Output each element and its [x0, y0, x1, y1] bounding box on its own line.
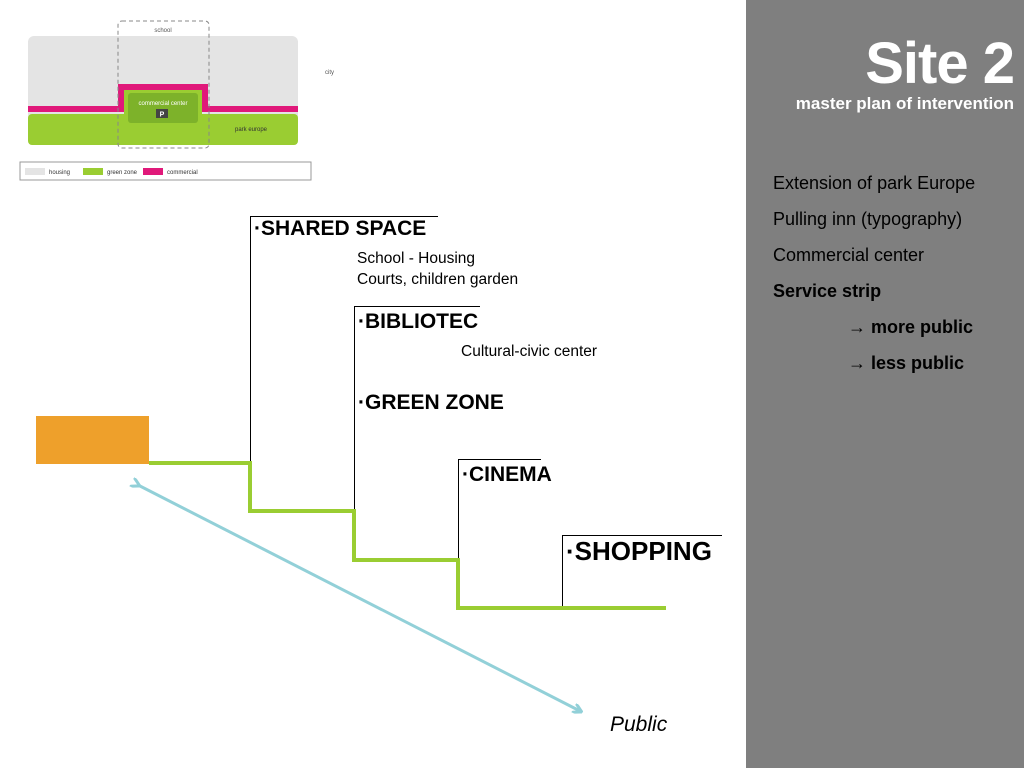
legend-green-swatch: [83, 168, 103, 175]
slide-title: Site 2: [865, 31, 1015, 96]
legend-commercial-label: commercial: [167, 170, 198, 176]
legend-housing-label: housing: [49, 170, 70, 176]
diagram-canvas: commercial center P school city park eur…: [19, 20, 722, 768]
bullet-dot: ·: [358, 391, 365, 414]
school-label: school: [154, 28, 171, 34]
school-outline: [117, 20, 210, 149]
bibliotec-heading: ·BIBLIOTEC: [358, 310, 478, 334]
bibliotec-desc: Cultural-civic center: [461, 343, 598, 360]
shopping-heading: ·SHOPPING: [566, 536, 712, 567]
city-label: city: [325, 70, 334, 76]
point-item: Commercial center: [773, 245, 925, 265]
shared-space-desc-1: School - Housing: [357, 250, 476, 267]
slide-subtitle: master plan of intervention: [795, 94, 1014, 113]
legend-green-label: green zone: [107, 170, 138, 176]
point-item: → less public: [848, 353, 965, 373]
shopping-label: SHOPPING: [574, 536, 712, 566]
green-zone-heading: ·GREEN ZONE: [358, 391, 504, 415]
bullet-dot: ·: [566, 536, 575, 566]
parking-label: P: [160, 112, 165, 119]
cinema-heading: ·CINEMA: [462, 463, 552, 487]
bullet-dot: ·: [254, 217, 261, 240]
commercial-center-area: [128, 93, 198, 123]
orange-block: [36, 416, 149, 464]
cinema-label: CINEMA: [469, 463, 552, 486]
bullet-dot: ·: [462, 463, 469, 486]
point-item: Service strip: [773, 281, 882, 301]
bibliotec-label: BIBLIOTEC: [365, 310, 479, 333]
commercial-center-label: commercial center: [138, 101, 187, 107]
public-arrow: [138, 485, 580, 711]
point-item: → more public: [848, 317, 974, 337]
map-legend: [19, 161, 312, 181]
side-panel: [746, 0, 1024, 768]
park-europe-label: park europe: [235, 127, 268, 133]
shared-space-heading: ·SHARED SPACE: [254, 217, 426, 241]
shared-space-label: SHARED SPACE: [261, 217, 427, 240]
shared-space-desc-2: Courts, children garden: [357, 271, 519, 288]
point-item: Pulling inn (typography): [773, 209, 963, 229]
commercial-strip: [28, 84, 298, 112]
points-list: Extension of park Europe Pulling inn (ty…: [773, 165, 975, 381]
green-zone-label: GREEN ZONE: [365, 391, 504, 414]
parking-icon: [156, 109, 168, 118]
bullet-dot: ·: [358, 310, 365, 333]
public-label: Public: [610, 713, 668, 736]
point-item: Extension of park Europe: [773, 173, 976, 193]
legend-housing-swatch: [25, 168, 45, 175]
legend-commercial-swatch: [143, 168, 163, 175]
site-map: commercial center P school city park eur…: [19, 20, 334, 181]
